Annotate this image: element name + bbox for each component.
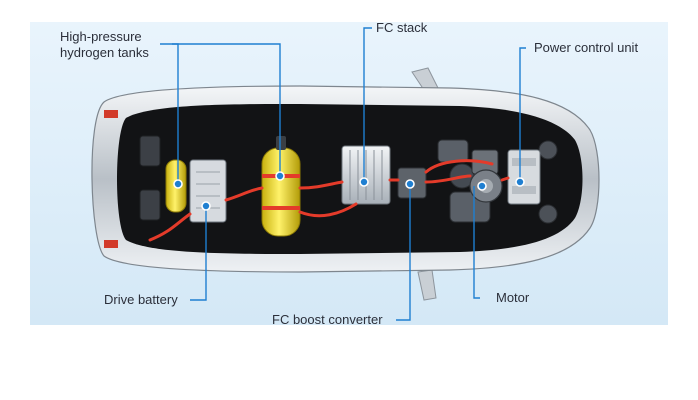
mirror-bottom: [417, 269, 437, 301]
label-tanks-line1: High-pressure: [60, 29, 142, 44]
marker-motor: [477, 181, 487, 191]
marker-pcu: [515, 177, 525, 187]
marker-large-tank: [275, 171, 285, 181]
marker-fc-stack: [359, 177, 369, 187]
label-tanks-line2: hydrogen tanks: [60, 45, 149, 60]
marker-small-tank: [173, 179, 183, 189]
label-drive-battery: Drive battery: [104, 292, 178, 307]
marker-battery: [201, 201, 211, 211]
label-motor: Motor: [496, 290, 530, 305]
label-power-control-unit: Power control unit: [534, 40, 639, 55]
leader-lines: [160, 27, 526, 321]
label-fc-boost-converter: FC boost converter: [272, 312, 383, 327]
label-hydrogen-tanks: High-pressure hydrogen tanks: [60, 29, 149, 61]
drive-battery-box: [189, 159, 227, 223]
marker-boost: [405, 179, 415, 189]
label-fc-stack: FC stack: [376, 20, 428, 35]
hv-cabling: [148, 159, 510, 242]
